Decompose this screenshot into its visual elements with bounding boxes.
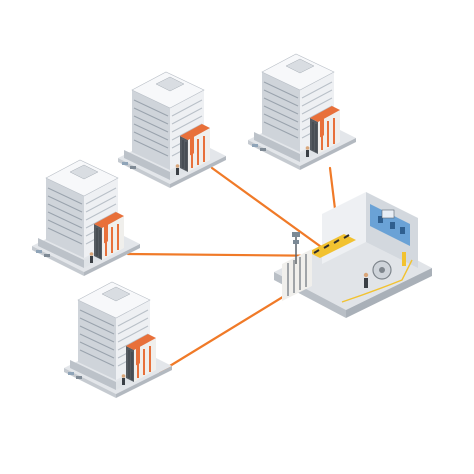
branch-top-right [247,53,357,171]
central-datacenter [274,192,432,318]
office-building-icon [63,281,173,399]
technician [364,278,368,288]
hazard-stripe [308,234,356,258]
server-racks [282,249,312,301]
office-building-icon [117,71,227,189]
antenna-tower [292,232,300,264]
office-building-icon [247,53,357,171]
office-building-icon [31,159,141,277]
branch-middle-left [31,159,141,277]
branch-bottom-left [63,281,173,399]
branch-top-left [117,71,227,189]
